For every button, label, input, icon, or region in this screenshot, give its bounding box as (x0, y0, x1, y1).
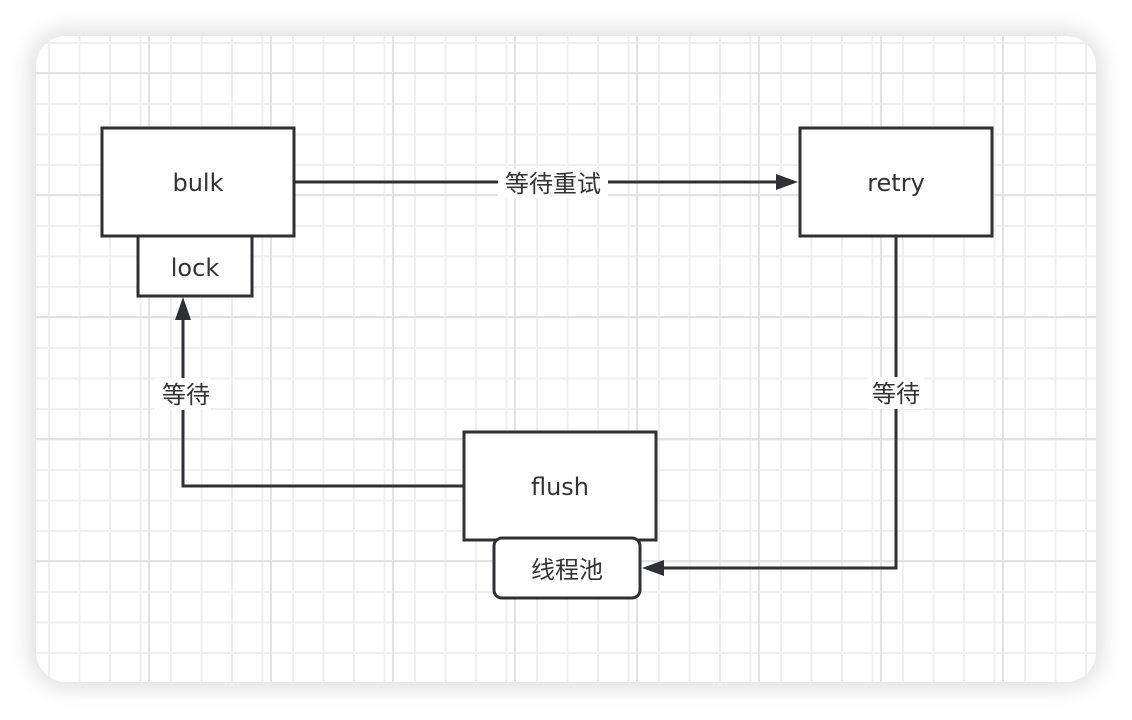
node-retry[interactable]: retry (798, 126, 994, 238)
edge-flush-to-lock[interactable]: 等待 (155, 297, 464, 488)
node-bulk[interactable]: bulk (100, 126, 296, 238)
edge-label-wait-retry: 等待重试 (505, 170, 601, 198)
edge-retry-to-thread-pool[interactable]: 等待 (642, 236, 924, 576)
node-box[interactable] (136, 234, 254, 298)
node-thread-pool[interactable]: 线程池 (492, 536, 642, 600)
edge-label-wait-right: 等待 (872, 380, 920, 408)
node-lock[interactable]: lock (136, 234, 254, 298)
arrowhead-icon (175, 297, 191, 320)
node-label-bulk: bulk (172, 169, 223, 197)
edge-label-wait-left: 等待 (162, 381, 210, 409)
node-label-lock: lock (171, 254, 220, 282)
edge-bulk-to-retry[interactable]: 等待重试 (295, 168, 798, 198)
node-label-thread-pool: 线程池 (531, 556, 603, 584)
node-box[interactable] (798, 126, 994, 238)
edge-line[interactable] (662, 236, 898, 570)
node-label-retry: retry (867, 169, 925, 197)
edge-label-bg (868, 377, 924, 409)
arrowhead-icon (642, 560, 664, 576)
edge-label-bg (498, 168, 608, 198)
node-box[interactable] (462, 430, 658, 542)
node-flush[interactable]: flush (462, 430, 658, 542)
arrowhead-icon (776, 174, 798, 190)
edge-label-bg (155, 378, 211, 410)
node-box[interactable] (492, 536, 642, 600)
edge-line[interactable] (181, 318, 464, 488)
node-label-flush: flush (531, 473, 589, 501)
